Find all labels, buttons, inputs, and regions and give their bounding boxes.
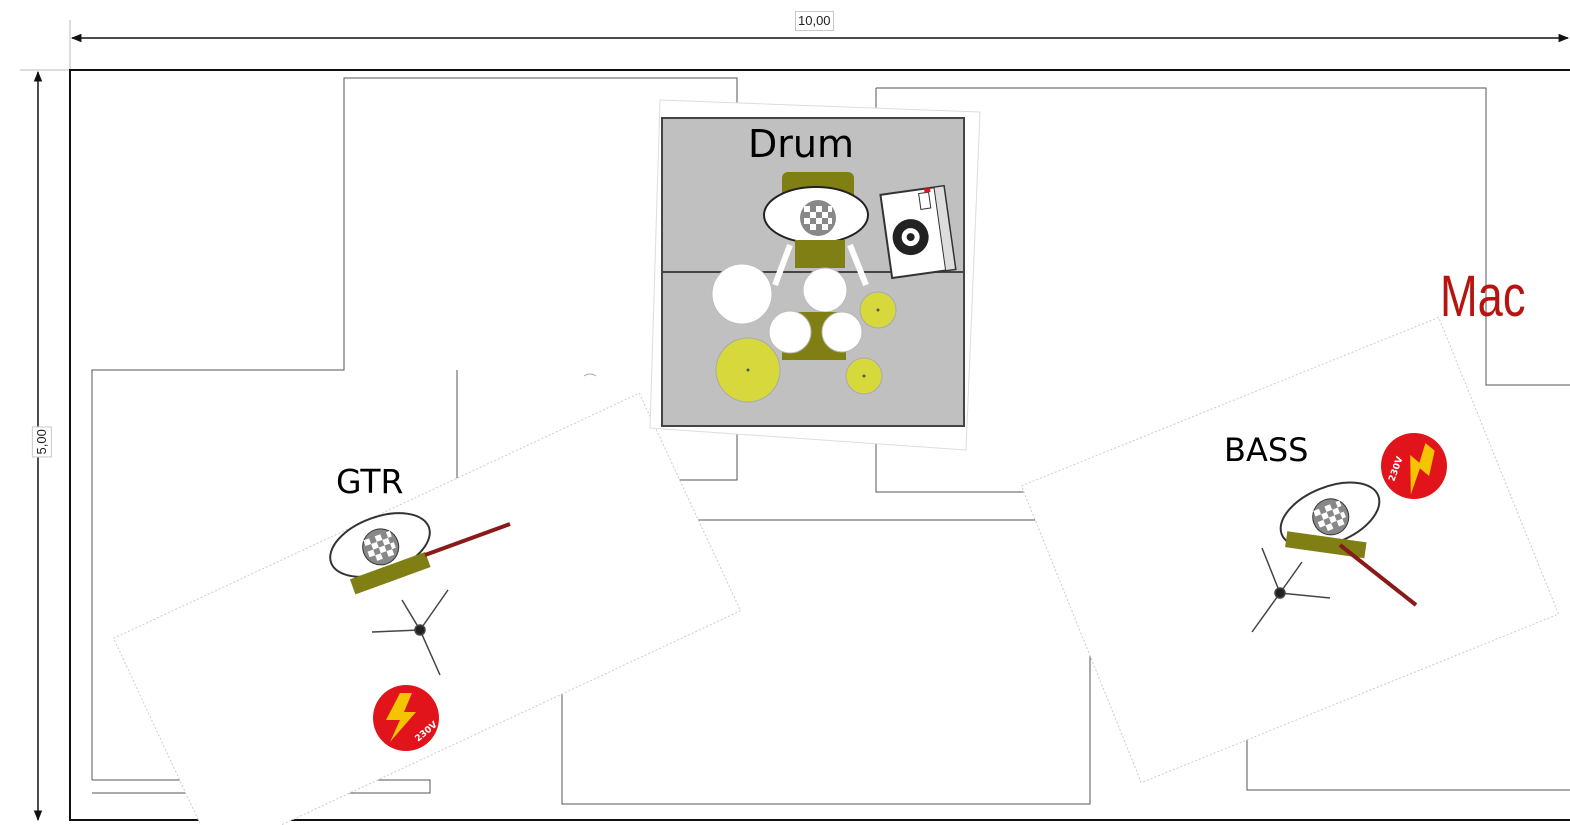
gtr-power-outlet-icon	[373, 685, 439, 751]
bass-area	[1020, 316, 1560, 784]
drum-kit-icon	[711, 172, 897, 403]
gtr-area	[112, 392, 742, 825]
bass-cable	[1338, 543, 1418, 607]
riser-center	[876, 87, 1570, 386]
mac-label: Mac	[1440, 264, 1526, 329]
bass-label: BASS	[1224, 431, 1309, 469]
height-dimension-label: 5,00	[31, 426, 52, 458]
gtr-microphone-stand-icon	[371, 589, 449, 676]
width-dimension-label: 10,00	[795, 11, 834, 31]
gtr-label: GTR	[336, 462, 404, 501]
bass-power-outlet-icon	[1381, 433, 1447, 499]
stage-outline	[69, 69, 1570, 821]
gtr-cable	[424, 522, 511, 557]
bass-microphone-stand-icon	[1251, 547, 1331, 633]
floor-tom	[711, 263, 773, 325]
gtr-amplifier-icon	[329, 512, 431, 595]
drum-label: Drum	[748, 122, 854, 166]
snare-drum	[802, 267, 848, 313]
monitor-speaker-icon	[879, 184, 957, 280]
